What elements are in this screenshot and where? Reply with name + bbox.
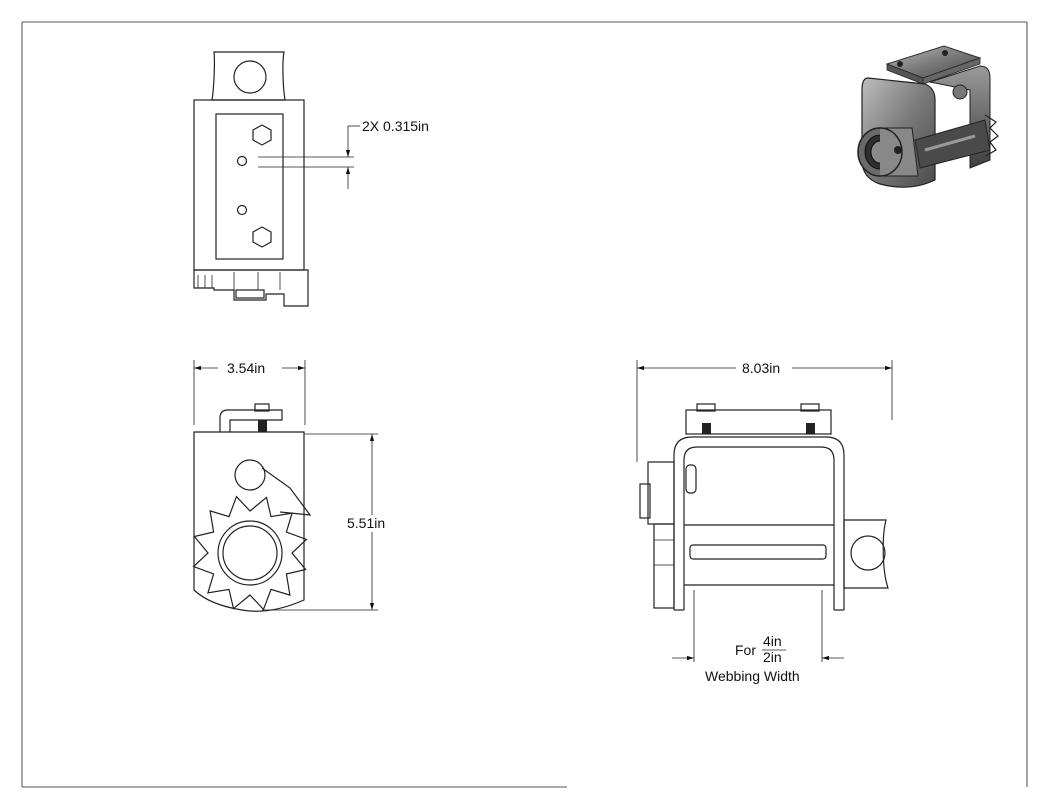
webbing-top: 4in	[763, 633, 782, 649]
side-view	[192, 360, 378, 612]
sheet-border	[21, 21, 1028, 788]
top-view	[193, 51, 360, 307]
isometric-view	[857, 45, 999, 188]
length-label: 8.03in	[742, 360, 780, 376]
hole-spacing-label: 2X 0.315in	[362, 118, 429, 134]
webbing-prefix: For	[735, 642, 756, 658]
height-label: 5.51in	[347, 515, 385, 531]
webbing-width-label: Webbing Width	[705, 668, 800, 684]
hex-bolt-icon	[252, 124, 272, 146]
hex-bolt-icon	[252, 226, 272, 248]
front-view	[636, 360, 893, 662]
webbing-bottom: 2in	[763, 649, 782, 665]
width-label: 3.54in	[227, 360, 265, 376]
ratchet-gear	[192, 495, 308, 611]
